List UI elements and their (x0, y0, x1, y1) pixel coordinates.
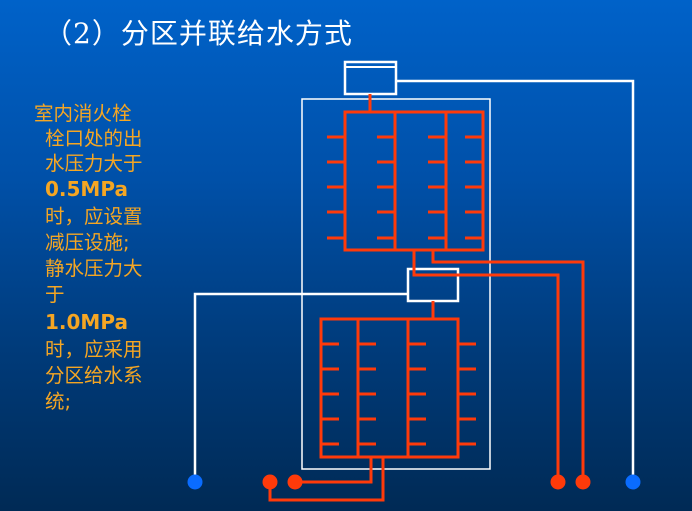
note-line: 水压力大于 (45, 152, 143, 175)
building-outline (301, 98, 491, 470)
note-line: 室内消火栓 (34, 102, 132, 125)
outlet-red (550, 474, 566, 490)
inlet-blue-right (625, 474, 641, 490)
note-line: 分区给水系 (45, 364, 143, 387)
outlet-red (262, 474, 278, 490)
note-line: 0.5MPa (45, 177, 128, 201)
note-line: 栓口处的出 (45, 127, 143, 150)
note-line: 统; (45, 390, 72, 413)
roof-water-tank (343, 60, 398, 96)
lower-zone-pipes (268, 301, 476, 502)
note-line: 减压设施; (45, 231, 130, 254)
slide-title: （2）分区并联给水方式 (44, 17, 353, 50)
inlet-blue-left (187, 474, 203, 490)
outlet-red (575, 474, 591, 490)
note-line: 静水压力大 (45, 257, 143, 280)
upper-zone-pipes (327, 94, 585, 482)
left-white-pipe (193, 292, 408, 482)
note-line: 于 (45, 283, 65, 306)
note-line: 时，应设置 (45, 205, 143, 228)
note-line: 时，应采用 (45, 338, 143, 361)
right-white-pipe (396, 79, 635, 482)
note-line: 1.0MPa (45, 310, 128, 334)
outlet-red (287, 474, 303, 490)
